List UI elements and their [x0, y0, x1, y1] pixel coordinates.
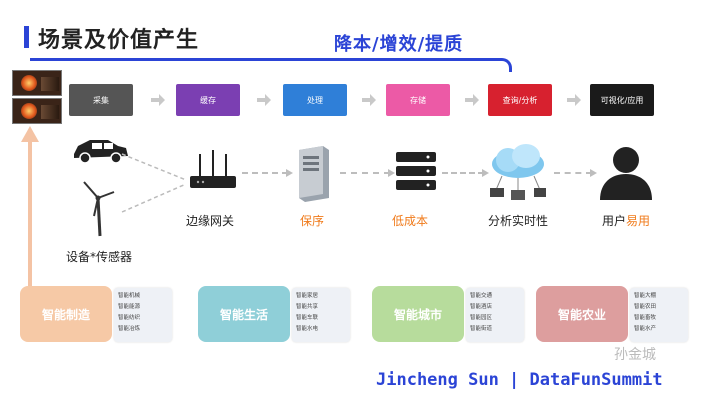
gateway-label: 边缘网关 — [186, 214, 235, 228]
goal-label: 降本/增效/提质 — [330, 30, 468, 56]
scenario-card-city: 智能城市 — [372, 286, 464, 342]
arrow-right-icon — [151, 94, 165, 106]
scenario-card-living: 智能生活 — [198, 286, 290, 342]
scenario-list-city: 智能交通智能酒店智能园区智能街道 — [466, 288, 524, 342]
database-icon — [396, 152, 436, 190]
stage-store: 存储 — [386, 84, 450, 116]
up-arrow-icon — [21, 126, 39, 142]
arrow-right-icon — [465, 94, 479, 106]
dash-connector — [554, 172, 592, 174]
server-icon — [299, 146, 329, 202]
dash-connector — [242, 172, 288, 174]
user-icon — [600, 147, 652, 200]
device-links — [121, 153, 187, 213]
page-title: 场景及价值产生 — [38, 28, 200, 53]
car-icon — [74, 140, 128, 164]
realtime-analysis-label: 分析实时性 — [488, 214, 549, 228]
scenario-list-agriculture: 智能大棚智能农田智能畜牧智能水产 — [630, 288, 688, 342]
stage-process: 处理 — [283, 84, 347, 116]
dash-arrow-icon — [388, 169, 395, 177]
scenario-card-manufacturing: 智能制造 — [20, 286, 112, 342]
goal-bracket — [30, 58, 512, 72]
up-arrow-shaft — [28, 140, 32, 300]
arrow-right-icon — [567, 94, 581, 106]
user-usability-label: 用户易用 — [602, 214, 651, 228]
wind-turbine-icon — [83, 181, 115, 237]
stage-visualize-apply: 可视化/应用 — [590, 84, 654, 116]
cloud-icon — [490, 144, 546, 200]
stage-collect: 采集 — [69, 84, 133, 116]
factory-thumbnail — [12, 98, 62, 124]
scenario-list-living: 智能家居智能共享智能车联智能水电 — [292, 288, 350, 342]
watermark: 孙金城 — [614, 347, 656, 363]
arrow-right-icon — [257, 94, 271, 106]
dash-arrow-icon — [482, 169, 489, 177]
footer-credit: Jincheng Sun | DataFunSummit — [376, 370, 663, 390]
dash-arrow-icon — [590, 169, 597, 177]
low-cost-label: 低成本 — [392, 214, 429, 228]
arrow-right-icon — [362, 94, 376, 106]
stage-cache: 缓存 — [176, 84, 240, 116]
dash-connector — [340, 172, 390, 174]
router-icon — [190, 150, 236, 188]
dash-arrow-icon — [286, 169, 293, 177]
dash-connector — [442, 172, 484, 174]
scenario-card-agriculture: 智能农业 — [536, 286, 628, 342]
scenario-list-manufacturing: 智能机械智能能源智能纺织智能冶炼 — [114, 288, 172, 342]
stage-query-analysis: 查询/分析 — [488, 84, 552, 116]
factory-thumbnail — [12, 70, 62, 96]
devices-sensors-label: 设备*传感器 — [66, 250, 133, 264]
order-preserving-label: 保序 — [300, 214, 325, 228]
title-accent-bar — [24, 26, 29, 48]
